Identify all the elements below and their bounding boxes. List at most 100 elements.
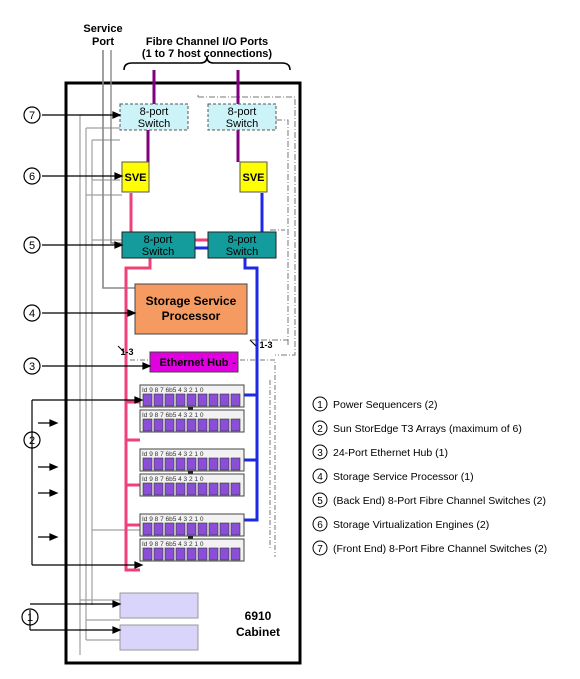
t3-disk (175, 457, 186, 471)
svg-text:24-Port Ethernet Hub (1): 24-Port Ethernet Hub (1) (333, 447, 448, 459)
t3-disk (164, 482, 175, 496)
ethernet-hub: Ethernet Hub - (149, 351, 239, 373)
t3-disk (186, 522, 197, 536)
fc-ports-label-line1: Fibre Channel I/O Ports (146, 36, 268, 48)
back-switch-right: 8-port Switch (207, 231, 277, 259)
t3-arrays: Id 9 8 7 6b5 4 3 2 1 0 Id 9 8 7 6b5 4 3 2… (139, 384, 245, 562)
legend-item-2: 2 Sun StorEdge T3 Arrays (maximum of 6) (312, 420, 522, 436)
t3-array: Id 9 8 7 6b5 4 3 2 1 0 (139, 473, 245, 497)
t3-disk (164, 393, 175, 407)
t3-disk (230, 522, 241, 536)
t3-disk (186, 418, 197, 432)
legend-item-5: 5 (Back End) 8-Port Fibre Channel Switche… (312, 492, 546, 508)
service-port-label-line1: Service (83, 23, 122, 35)
t3-disk (208, 418, 219, 432)
t3-array-label: Id 9 8 7 6b5 4 3 2 1 0 (142, 476, 204, 483)
t3-disk (230, 418, 241, 432)
t3-disk (175, 418, 186, 432)
svg-text:Switch: Switch (142, 246, 174, 258)
t3-array: Id 9 8 7 6b5 4 3 2 1 0 (139, 538, 245, 562)
svg-text:7: 7 (29, 110, 35, 122)
svg-text:-: - (232, 357, 236, 369)
t3-disk (230, 547, 241, 561)
t3-disk (142, 393, 153, 407)
t3-disk (153, 457, 164, 471)
t3-disk (153, 547, 164, 561)
range-label-right: 1-3 (259, 340, 272, 350)
cabinet-label-line1: 6910 (245, 609, 272, 623)
svg-text:4: 4 (29, 308, 35, 320)
t3-disk (153, 418, 164, 432)
pink-links (124, 193, 208, 572)
callout-3: 3 (23, 357, 41, 375)
t3-array-label: Id 9 8 7 6b5 4 3 2 1 0 (142, 412, 204, 419)
t3-disk (208, 393, 219, 407)
svg-text:(Back End) 8-Port Fibre Channe: (Back End) 8-Port Fibre Channel Switches… (333, 495, 546, 507)
t3-disk (197, 547, 208, 561)
sve-left: SVE (121, 161, 150, 193)
legend: 1 Power Sequencers (2) 2 Sun StorEdge T3 Ar… (312, 396, 547, 556)
t3-disk (142, 547, 153, 561)
t3-disk (175, 482, 186, 496)
ports-brace (123, 56, 291, 71)
svg-text:(Front End) 8-Port Fibre Chann: (Front End) 8-Port Fibre Channel Switche… (333, 543, 547, 555)
t3-disk (230, 393, 241, 407)
t3-disk (219, 393, 230, 407)
legend-item-1: 1 Power Sequencers (2) (312, 396, 437, 412)
svg-text:SVE: SVE (242, 172, 264, 184)
svg-text:Switch: Switch (226, 246, 258, 258)
storage-service-processor: Storage Service Processor (134, 283, 248, 335)
t3-disk (219, 522, 230, 536)
t3-disk (153, 393, 164, 407)
t3-array-label: Id 9 8 7 6b5 4 3 2 1 0 (142, 516, 204, 523)
cabinet-outline (64, 81, 302, 665)
t3-array: Id 9 8 7 6b5 4 3 2 1 0 (139, 409, 245, 433)
callout-7: 7 (23, 106, 41, 124)
t3-array: Id 9 8 7 6b5 4 3 2 1 0 (139, 448, 245, 474)
t3-disk (142, 522, 153, 536)
svg-text:3: 3 (317, 448, 323, 459)
range-tick-right (249, 339, 257, 347)
t3-array-label: Id 9 8 7 6b5 4 3 2 1 0 (142, 541, 204, 548)
svg-text:1: 1 (317, 400, 323, 411)
t3-disk (142, 418, 153, 432)
host-links (146, 70, 240, 162)
legend-item-3: 3 24-Port Ethernet Hub (1) (312, 444, 448, 460)
t3-array-label: Id 9 8 7 6b5 4 3 2 1 0 (142, 387, 204, 394)
t3-disk (219, 418, 230, 432)
sve-right: SVE (239, 161, 268, 193)
t3-disk (197, 418, 208, 432)
cabinet-label-line2: Cabinet (236, 625, 280, 639)
t3-disk (230, 482, 241, 496)
svg-text:3: 3 (29, 361, 35, 373)
callout-5: 5 (23, 236, 41, 254)
t3-disk (164, 522, 175, 536)
power-sequencer-1 (119, 592, 199, 619)
svg-text:Switch: Switch (226, 118, 258, 130)
svg-text:SVE: SVE (124, 172, 146, 184)
svg-text:5: 5 (317, 496, 323, 507)
svg-text:8-port: 8-port (140, 106, 169, 118)
t3-disk (197, 522, 208, 536)
callout-arrows (29, 111, 152, 634)
t3-disk (175, 522, 186, 536)
svg-text:8-port: 8-port (228, 106, 257, 118)
svg-text:6: 6 (29, 171, 35, 183)
svg-text:Sun StorEdge T3 Arrays (maximu: Sun StorEdge T3 Arrays (maximum of 6) (333, 423, 522, 435)
range-label-left: 1-3 (120, 347, 133, 357)
t3-disk (197, 457, 208, 471)
t3-disk (186, 457, 197, 471)
t3-disk (186, 547, 197, 561)
back-switch-left: 8-port Switch (121, 231, 196, 259)
power-sequencer-2 (119, 624, 199, 651)
t3-disk (186, 393, 197, 407)
svg-text:Power Sequencers (2): Power Sequencers (2) (333, 399, 437, 411)
service-port-line-2 (110, 50, 122, 244)
svg-text:5: 5 (29, 240, 35, 252)
svg-text:2: 2 (317, 424, 323, 435)
callout-4: 4 (23, 304, 41, 322)
